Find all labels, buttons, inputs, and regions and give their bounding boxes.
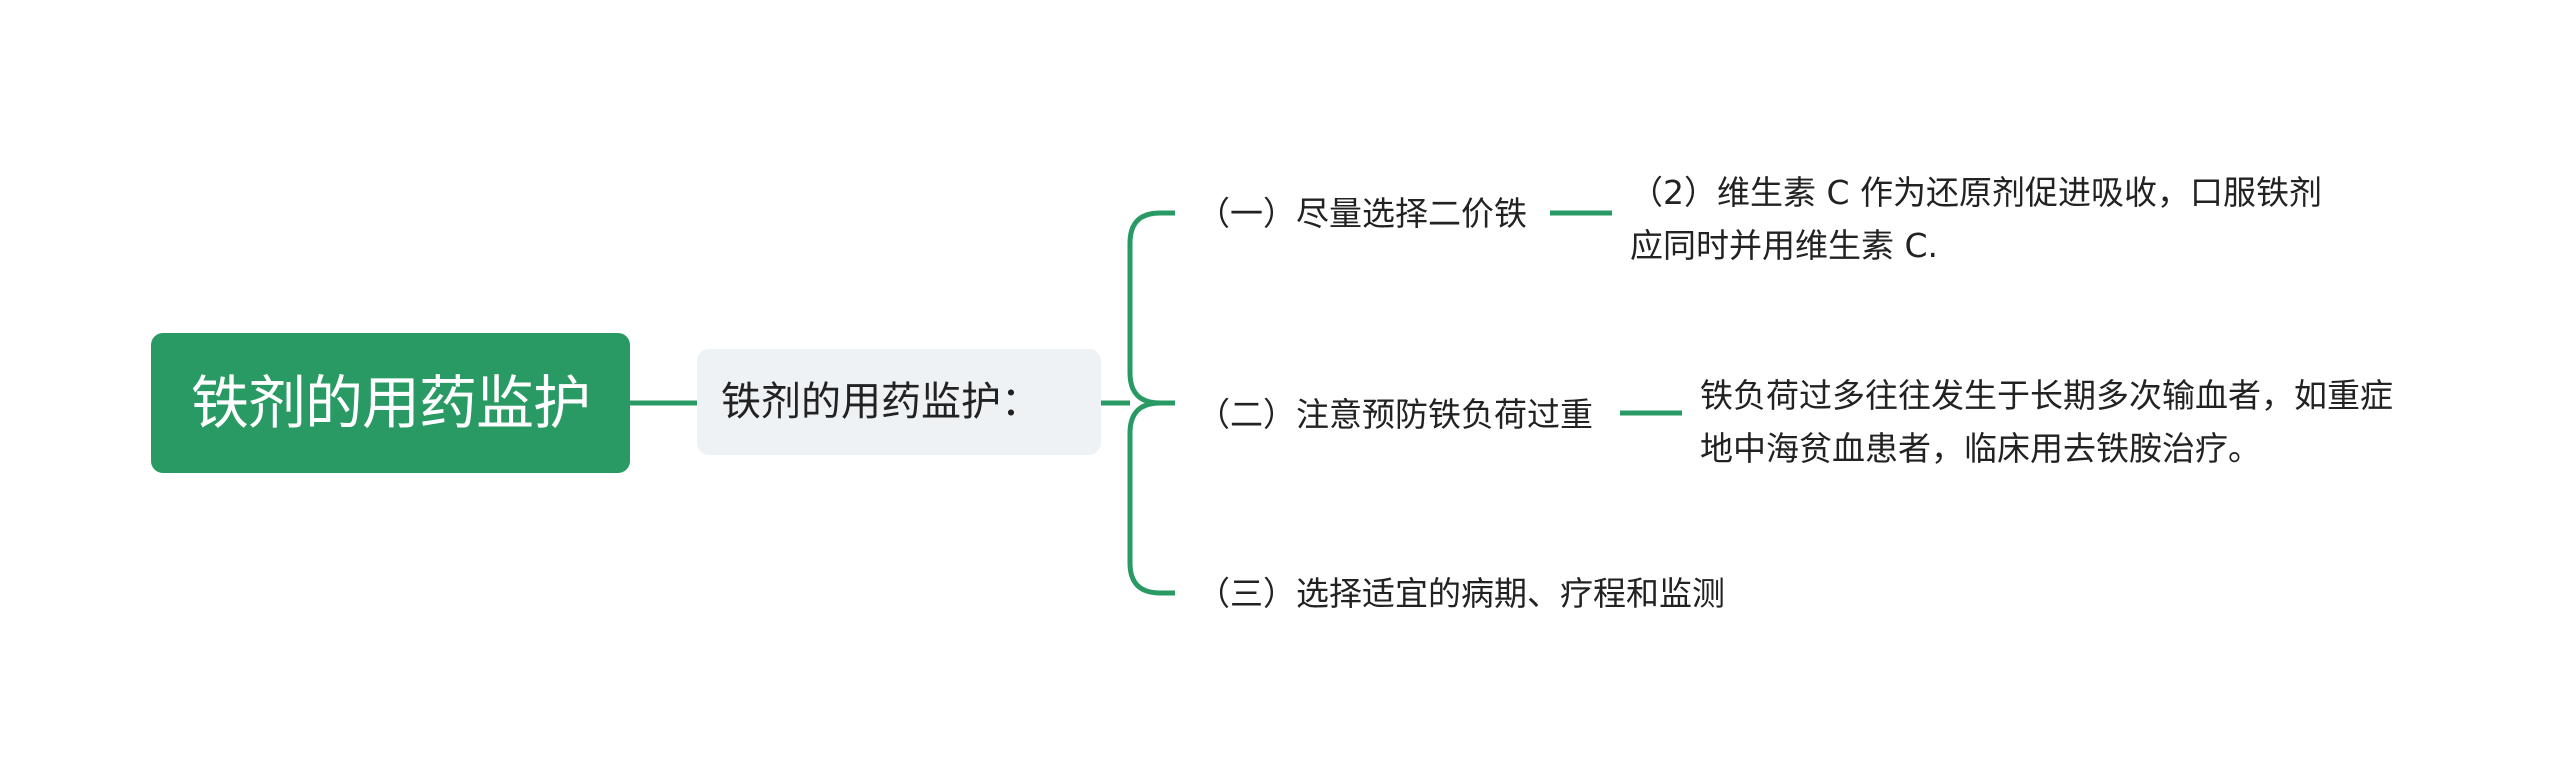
fork-to-branch-1-connector xyxy=(1127,210,1161,406)
branch-1-detail[interactable]: （2）维生素 C 作为还原剂促进吸收，口服铁剂应同时并用维生素 C. xyxy=(1630,173,2323,265)
root-topic[interactable]: 铁剂的用药监护 xyxy=(151,333,630,473)
fork-to-branch-3-connector xyxy=(1127,400,1161,596)
branch-topic-2[interactable]: （二）注意预防铁负荷过重 xyxy=(1197,395,1593,434)
branch-topic-3[interactable]: （三）选择适宜的病期、疗程和监测 xyxy=(1197,574,1725,613)
subtopic-main[interactable]: 铁剂的用药监护： xyxy=(697,349,1101,455)
branch-topic-1[interactable]: （一）尽量选择二价铁 xyxy=(1197,194,1527,233)
branch-2-detail[interactable]: 铁负荷过多往往发生于长期多次输血者，如重症地中海贫血患者，临床用去铁胺治疗。 xyxy=(1700,376,2393,468)
